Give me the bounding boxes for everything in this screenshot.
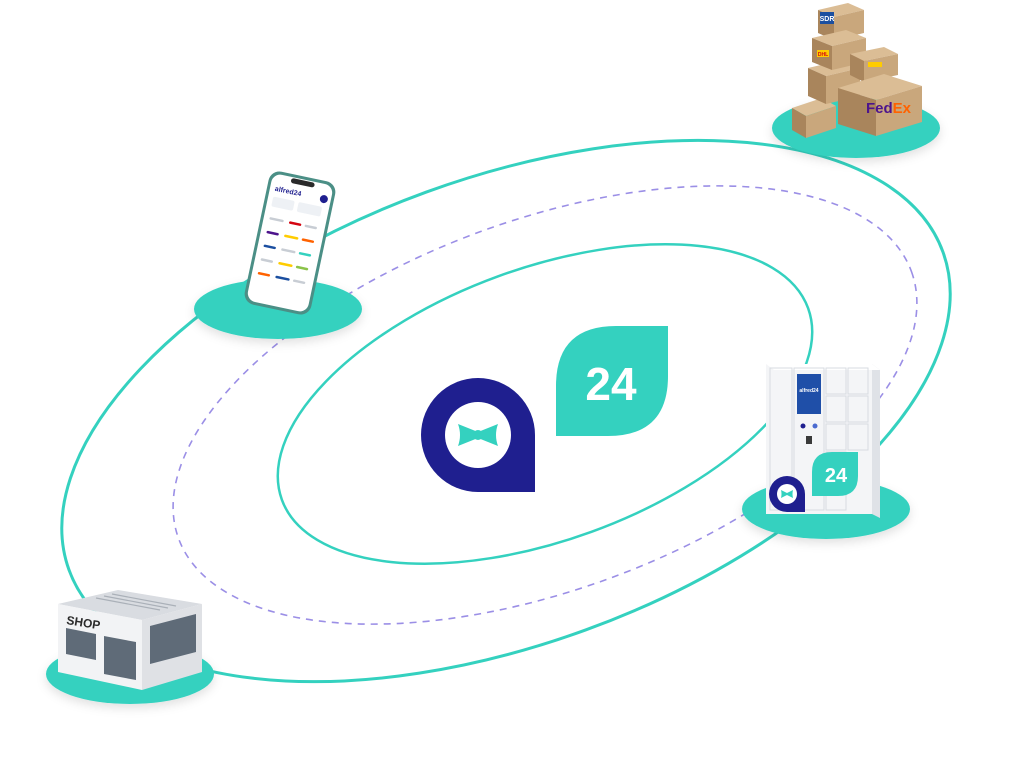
locker-24-badge [812,452,858,496]
locker-24-text: 24 [825,465,848,487]
parcels-node: SDR DHL FedEx [772,3,940,158]
locker-screen-brand: alfred24 [799,388,818,394]
dhl-label: DHL [818,52,828,58]
locker-icon: alfred24 24 [766,364,880,518]
parcel-stack-icon: SDR DHL FedEx [792,3,922,138]
pin-bowtie-icon [421,378,535,492]
locker-screen [797,374,821,414]
outer-orbit [60,138,952,684]
orbit-rings [60,138,952,684]
smartphone-icon: alfred24 [244,171,336,315]
center-logo: 24 [421,326,668,492]
logo-24-text: 24 [585,358,637,410]
middle-dashed-orbit [172,185,918,625]
sdr-label: SDR [820,16,835,23]
phone-node: alfred24 [194,171,362,339]
logo-24-badge: 24 [556,326,668,436]
locker-pin-icon [769,476,805,512]
inner-orbit [276,243,814,565]
courier-list [257,217,317,285]
locker-node: alfred24 24 [742,364,910,539]
shop-building-icon: SHOP [58,590,202,690]
shop-sign: SHOP [66,613,102,632]
shop-node: SHOP [46,590,214,704]
fedex-label: FedEx [866,100,912,117]
